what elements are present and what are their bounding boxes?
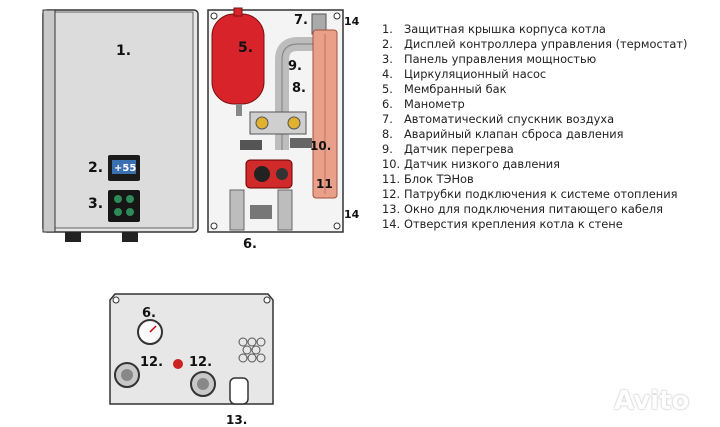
power-control-panel (108, 190, 140, 222)
label-control-panel: 3. (88, 196, 103, 212)
legend-number: 7. (382, 112, 393, 126)
label-cable-window: 13. (226, 413, 247, 427)
legend-text: Датчик низкого давления (404, 157, 561, 171)
label-corner-bottom: 14 (344, 208, 360, 221)
legend-number: 2. (382, 37, 393, 51)
legend-text: Автоматический спускник воздуха (404, 112, 615, 126)
legend-item: 4. Циркуляционный насос (382, 67, 687, 82)
legend-item: 8. Аварийный клапан сброса давления (382, 127, 687, 142)
legend-number: 14. (382, 217, 401, 231)
legend-number: 13. (382, 202, 401, 216)
label-air-vent: 7. (294, 13, 308, 28)
cable-window (229, 377, 249, 405)
label-tank: 5. (238, 40, 253, 56)
label-low-pressure: 10. (310, 139, 331, 153)
power-button (126, 195, 134, 203)
legend-number: 1. (382, 22, 393, 36)
display-value: +55 (114, 163, 136, 174)
legend-item: 13.Окно для подключения питающего кабеля (382, 202, 687, 217)
power-button (126, 208, 134, 216)
label-heater-block: 11 (316, 177, 333, 191)
legend-text: Дисплей контроллера управления (термоста… (404, 37, 688, 51)
legend-item: 6. Манометр (382, 97, 687, 112)
legend-item: 9. Датчик перегрева (382, 142, 687, 157)
label-pump-bottom: 6. (243, 237, 257, 252)
label-overheat: 8. (292, 81, 306, 96)
legend-text: Манометр (404, 97, 465, 111)
legend-number: 12. (382, 187, 401, 201)
bottom-view: 6. 12. 12. 13. (109, 293, 274, 427)
legend-item: 10.Датчик низкого давления (382, 157, 687, 172)
legend-text: Отверстия крепления котла к стене (404, 217, 623, 231)
membrane-tank (211, 13, 265, 105)
cable-gland (173, 359, 183, 369)
label-display: 2. (88, 160, 103, 176)
legend-number: 3. (382, 52, 393, 66)
front-foot-right (122, 232, 138, 242)
vent-grille (238, 337, 266, 363)
power-button (114, 208, 122, 216)
legend-text: Циркуляционный насос (404, 67, 547, 81)
legend-text: Патрубки подключения к системе отопления (404, 187, 678, 201)
legend-item: 12.Патрубки подключения к системе отопле… (382, 187, 687, 202)
legend-text: Аварийный клапан сброса давления (404, 127, 624, 141)
label-manometer-bottom: 6. (142, 306, 156, 321)
label-outlet-right: 12. (189, 355, 212, 370)
internal-view: 5. 7. 14 9. 8. 10. 11 6. 14 (207, 7, 360, 252)
legend-item: 14.Отверстия крепления котла к стене (382, 217, 687, 232)
label-safety-valve: 9. (288, 59, 302, 74)
legend-number: 4. (382, 67, 393, 81)
front-foot-left (65, 232, 81, 242)
legend-number: 5. (382, 82, 393, 96)
legend-text: Панель управления мощностью (404, 52, 597, 66)
legend-number: 8. (382, 127, 393, 141)
legend-item: 11.Блок ТЭНов (382, 172, 687, 187)
legend-item: 7. Автоматический спускник воздуха (382, 112, 687, 127)
legend-item: 1. Защитная крышка корпуса котла (382, 22, 687, 37)
legend-text: Защитная крышка корпуса котла (404, 22, 606, 36)
legend-text: Окно для подключения питающего кабеля (404, 202, 664, 216)
legend-text: Мембранный бак (404, 82, 507, 96)
legend-number: 11. (382, 172, 401, 186)
power-button (114, 195, 122, 203)
legend-item: 2. Дисплей контроллера управления (термос… (382, 37, 687, 52)
legend-item: 5. Мембранный бак (382, 82, 687, 97)
legend-number: 9. (382, 142, 393, 156)
legend-item: 3. Панель управления мощностью (382, 52, 687, 67)
avito-watermark: Avito (614, 386, 690, 416)
legend-number: 10. (382, 157, 401, 171)
legend-text: Датчик перегрева (404, 142, 514, 156)
legend-text: Блок ТЭНов (404, 172, 474, 186)
label-corner-top: 14 (344, 15, 360, 28)
front-view: 1. 2. +55 3. (42, 9, 199, 242)
label-front-cover: 1. (116, 43, 131, 59)
legend-number: 6. (382, 97, 393, 111)
legend: 1. Защитная крышка корпуса котла 2. Дисплей… (382, 22, 687, 232)
label-outlet-left: 12. (140, 355, 163, 370)
